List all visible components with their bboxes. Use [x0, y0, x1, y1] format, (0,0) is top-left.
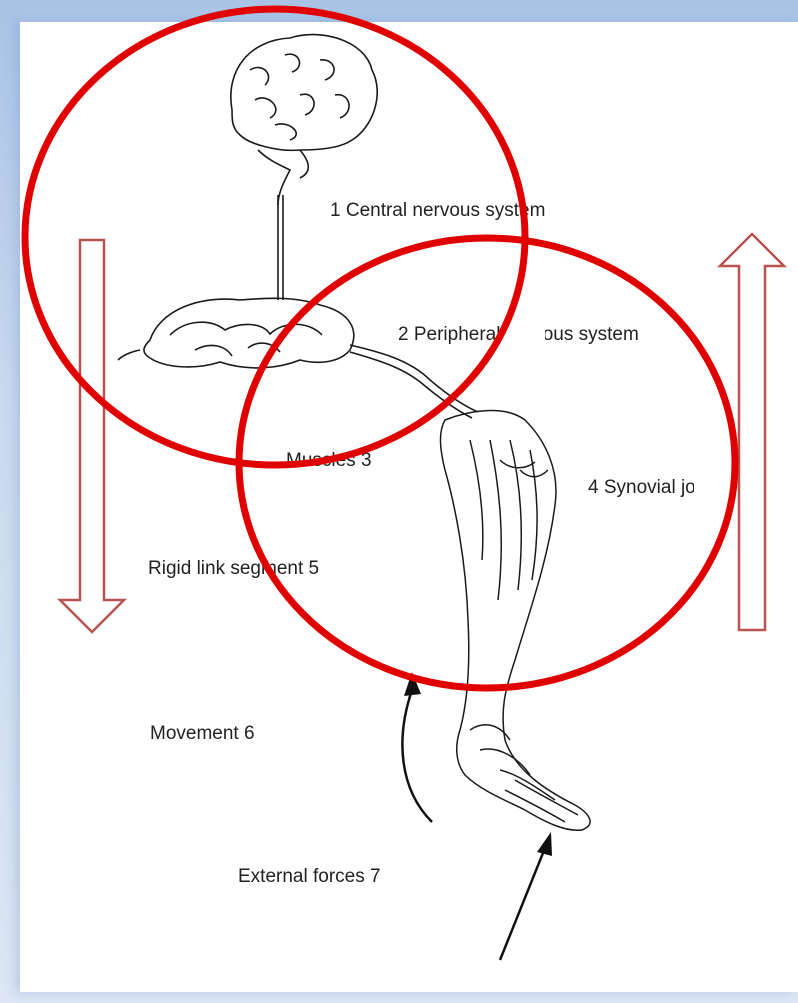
label-central-nervous-system: 1 Central nervous system: [330, 200, 545, 221]
brain-illustration: [231, 35, 377, 300]
occlusion-mask: [694, 470, 724, 500]
label-movement: Movement 6: [150, 723, 255, 744]
label-rigid-link-segment: Rigid link segment 5: [148, 558, 319, 579]
label-external-forces: External forces 7: [238, 866, 381, 887]
leg-illustration: [440, 411, 590, 831]
external-force-arrow: [500, 832, 552, 960]
highlight-circles: [25, 9, 735, 688]
efferent-flow-arrow: [60, 240, 124, 632]
movement-arrow: [402, 672, 432, 822]
